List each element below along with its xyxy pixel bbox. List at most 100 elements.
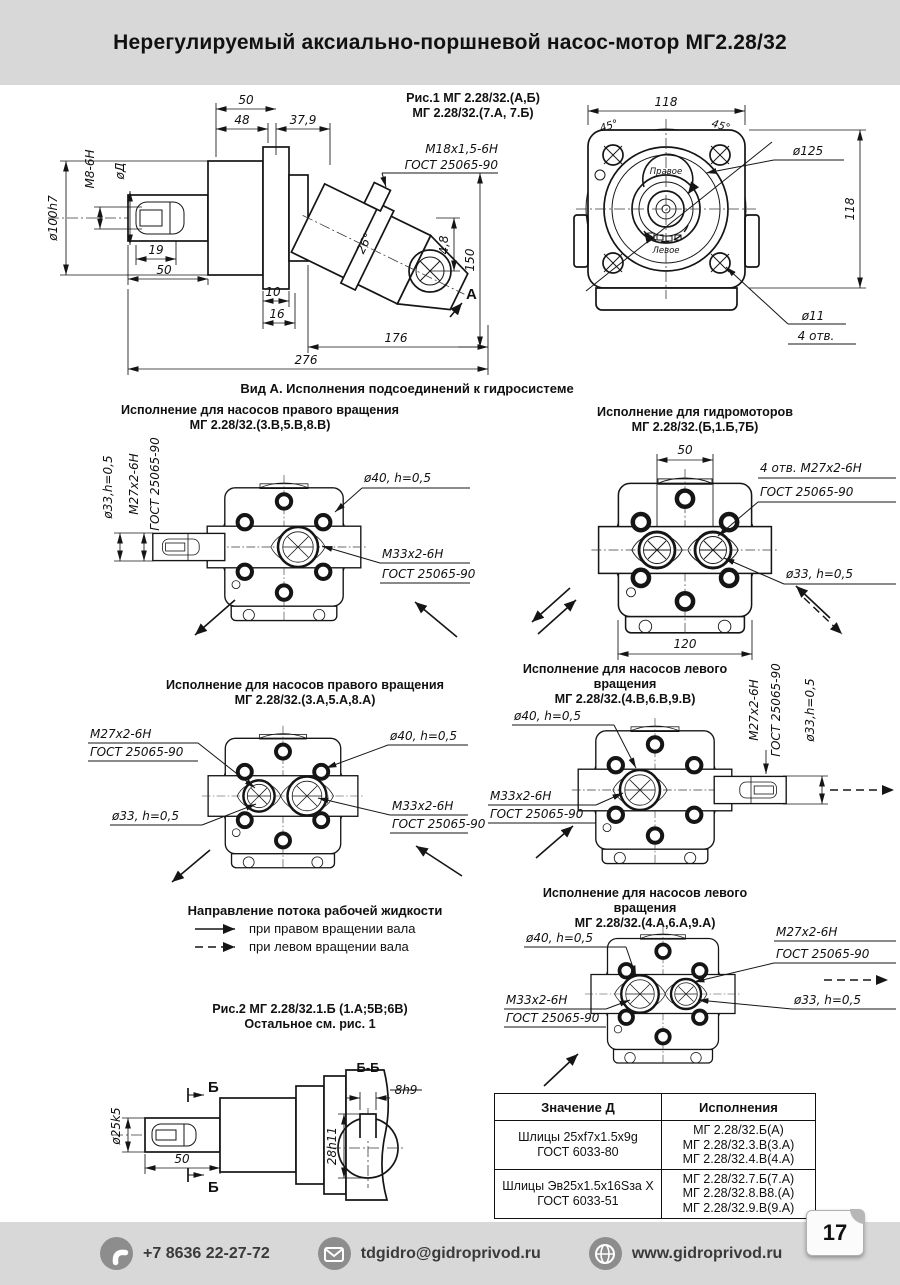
dim-label: 50 <box>677 443 693 457</box>
dim-label: 50 <box>174 1152 190 1166</box>
dim-label: М33х2-6Н <box>392 799 453 813</box>
dim-label: ø33, h=0,5 <box>793 993 861 1007</box>
dim-label: 48 <box>234 113 250 127</box>
table-row: Шлицы Эв25х1.5х16Sза Х ГОСТ 6033-51 МГ 2… <box>494 1168 817 1219</box>
dim-label: М18х1,5-6Н <box>425 142 498 156</box>
dim-label: ГОСТ 25065-90 <box>382 567 476 581</box>
column-header: Значение Д <box>494 1093 662 1121</box>
website-contact: www.gidroprivod.ru <box>588 1237 783 1270</box>
dim-label: 28h11 <box>325 1127 339 1165</box>
view4-drawing: ø40, h=0,5 М33х2-6Н ГОСТ 25065-90 М27х2-… <box>488 663 894 895</box>
column-header: Исполнения <box>660 1093 817 1121</box>
section-mark: Б <box>208 1179 219 1196</box>
dim-label: М33х2-6Н <box>382 547 443 561</box>
dim-label: ГОСТ 25065-90 <box>405 158 499 172</box>
rotation-left-label: Левое <box>651 246 679 256</box>
dim-label: 37,9 <box>290 113 317 127</box>
view5-caption: Исполнение для насосов левого вращения М… <box>542 886 748 930</box>
dim-label: ГОСТ 25065-90 <box>760 485 854 499</box>
header-band: Нерегулируемый аксиально-поршневой насос… <box>0 0 900 85</box>
dim-label: ГОСТ 25065-90 <box>148 437 162 531</box>
legend-row-dashed: при левом вращении вала <box>155 939 475 954</box>
footer-band: +7 8636 22-27-72 tdgidro@gidroprivod.ru … <box>0 1222 900 1285</box>
website-url: www.gidroprivod.ru <box>631 1244 783 1262</box>
fig2-drawing: ø25k5 Б Б 50 Б-Б 28h11 8h9 <box>109 1060 422 1201</box>
dim-label: ø40, h=0,5 <box>525 931 593 945</box>
view-a-label: А <box>466 286 477 303</box>
dim-label: ГОСТ 25065-90 <box>776 947 870 961</box>
page-title: Нерегулируемый аксиально-поршневой насос… <box>113 30 787 54</box>
section-title: Б-Б <box>356 1060 379 1075</box>
vid-a-title: Вид А. Исполнения подсоединений к гидрос… <box>240 381 574 396</box>
flow-legend: Направление потока рабочей жидкости при … <box>155 903 475 954</box>
globe-icon <box>588 1237 622 1270</box>
dim-label: øД <box>113 163 127 181</box>
fig2-caption: Рис.2 МГ 2.28/32.1.Б (1.А;5В;6В) Остальн… <box>212 1002 408 1031</box>
dim-label: М27х2-6Н <box>90 727 151 741</box>
dim-label: ø33, h=0,5 <box>111 809 179 823</box>
view3-drawing: М27х2-6Н ГОСТ 25065-90 ø40, h=0,5 ø33, h… <box>88 723 486 883</box>
table-header-row: Значение Д Исполнения <box>494 1093 817 1121</box>
dim-label: 4,8 <box>437 235 451 254</box>
email-icon <box>317 1237 351 1270</box>
dim-label: 45° <box>710 118 731 135</box>
page-number: 17 <box>822 1220 848 1245</box>
fig1-side-view-drawing: 50 48 37,9 ø100h7 М8-6Н øД 19 50 10 16 1… <box>46 93 499 375</box>
fig1-front-view-drawing: Правое Левое 118 45° 45° ø125 118 ø11 4 … <box>573 95 866 345</box>
dim-label: 118 <box>843 197 857 220</box>
view5-drawing: ø40, h=0,5 М27х2-6Н ГОСТ 25065-90 М33х2-… <box>504 924 896 1087</box>
page-curl-decoration <box>850 1209 865 1224</box>
dim-label: 50 <box>238 93 254 107</box>
dim-label: 19 <box>148 243 163 257</box>
table-row: Шлицы 25хf7х1.5х9g ГОСТ 6033-80 МГ 2.28/… <box>494 1120 817 1170</box>
dim-label: ø11 <box>801 309 825 323</box>
dim-label: М33х2-6Н <box>490 789 551 803</box>
dim-label: ø33,h=0,5 <box>101 455 115 519</box>
dim-label: 50 <box>156 263 172 277</box>
phone-number: +7 8636 22-27-72 <box>143 1244 270 1262</box>
view2-drawing: 50 4 отв. М27х2-6Н ГОСТ 25065-90 ø33, h=… <box>531 443 896 660</box>
dim-label: М8-6Н <box>83 150 97 189</box>
dim-label: 45° <box>598 118 619 135</box>
dim-label: ø40, h=0,5 <box>363 471 431 485</box>
view1-caption: Исполнение для насосов правого вращения … <box>120 403 400 432</box>
dim-label: ø33,h=0,5 <box>803 678 817 742</box>
phone-icon <box>100 1237 133 1270</box>
dim-label: ГОСТ 25065-90 <box>506 1011 600 1025</box>
dim-label: ø40, h=0,5 <box>513 709 581 723</box>
phone-contact: +7 8636 22-27-72 <box>100 1237 270 1270</box>
dim-label: М27х2-6Н <box>747 679 761 740</box>
legend-title: Направление потока рабочей жидкости <box>187 903 443 918</box>
dim-label: ГОСТ 25065-90 <box>90 745 184 759</box>
dim-label: М27х2-6Н <box>776 925 837 939</box>
dim-label: ø40, h=0,5 <box>389 729 457 743</box>
email-address: tdgidro@gidroprivod.ru <box>360 1244 541 1262</box>
legend-row-solid: при правом вращении вала <box>155 921 475 936</box>
fig1-caption: Рис.1 МГ 2.28/32.(А,Б) МГ 2.28/32.(7.А, … <box>406 91 540 120</box>
dim-label: 120 <box>674 637 697 651</box>
dim-label: 176 <box>385 331 408 345</box>
dim-label: 150 <box>463 248 477 271</box>
dim-label: ø25k5 <box>109 1107 123 1145</box>
dim-label: ГОСТ 25065-90 <box>392 817 486 831</box>
view2-caption: Исполнение для гидромоторов МГ 2.28/32.(… <box>597 405 793 434</box>
view4-caption: Исполнение для насосов левого вращения М… <box>522 662 728 706</box>
rotation-right-label: Правое <box>650 167 682 177</box>
dim-label: ГОСТ 25065-90 <box>490 807 584 821</box>
dim-label: 16 <box>269 307 285 321</box>
page-number-tab: 17 <box>806 1209 865 1256</box>
dim-label: 118 <box>655 95 678 109</box>
dim-label: 10 <box>265 285 281 299</box>
dim-label: ø100h7 <box>46 195 60 242</box>
dashed-arrow-icon <box>195 941 235 952</box>
dim-label: М27х2-6Н <box>127 453 141 514</box>
dim-label: М33х2-6Н <box>506 993 567 1007</box>
dim-label: ГОСТ 25065-90 <box>769 663 783 757</box>
solid-arrow-icon <box>195 923 235 934</box>
dim-label: 4 отв. М27х2-6Н <box>760 461 862 475</box>
dim-label: ø125 <box>792 144 823 158</box>
view1-drawing: ø33,h=0,5 М27х2-6Н ГОСТ 25065-90 ø40, h=… <box>101 437 476 638</box>
section-mark: Б <box>208 1079 219 1096</box>
dim-label: ø33, h=0,5 <box>785 567 853 581</box>
